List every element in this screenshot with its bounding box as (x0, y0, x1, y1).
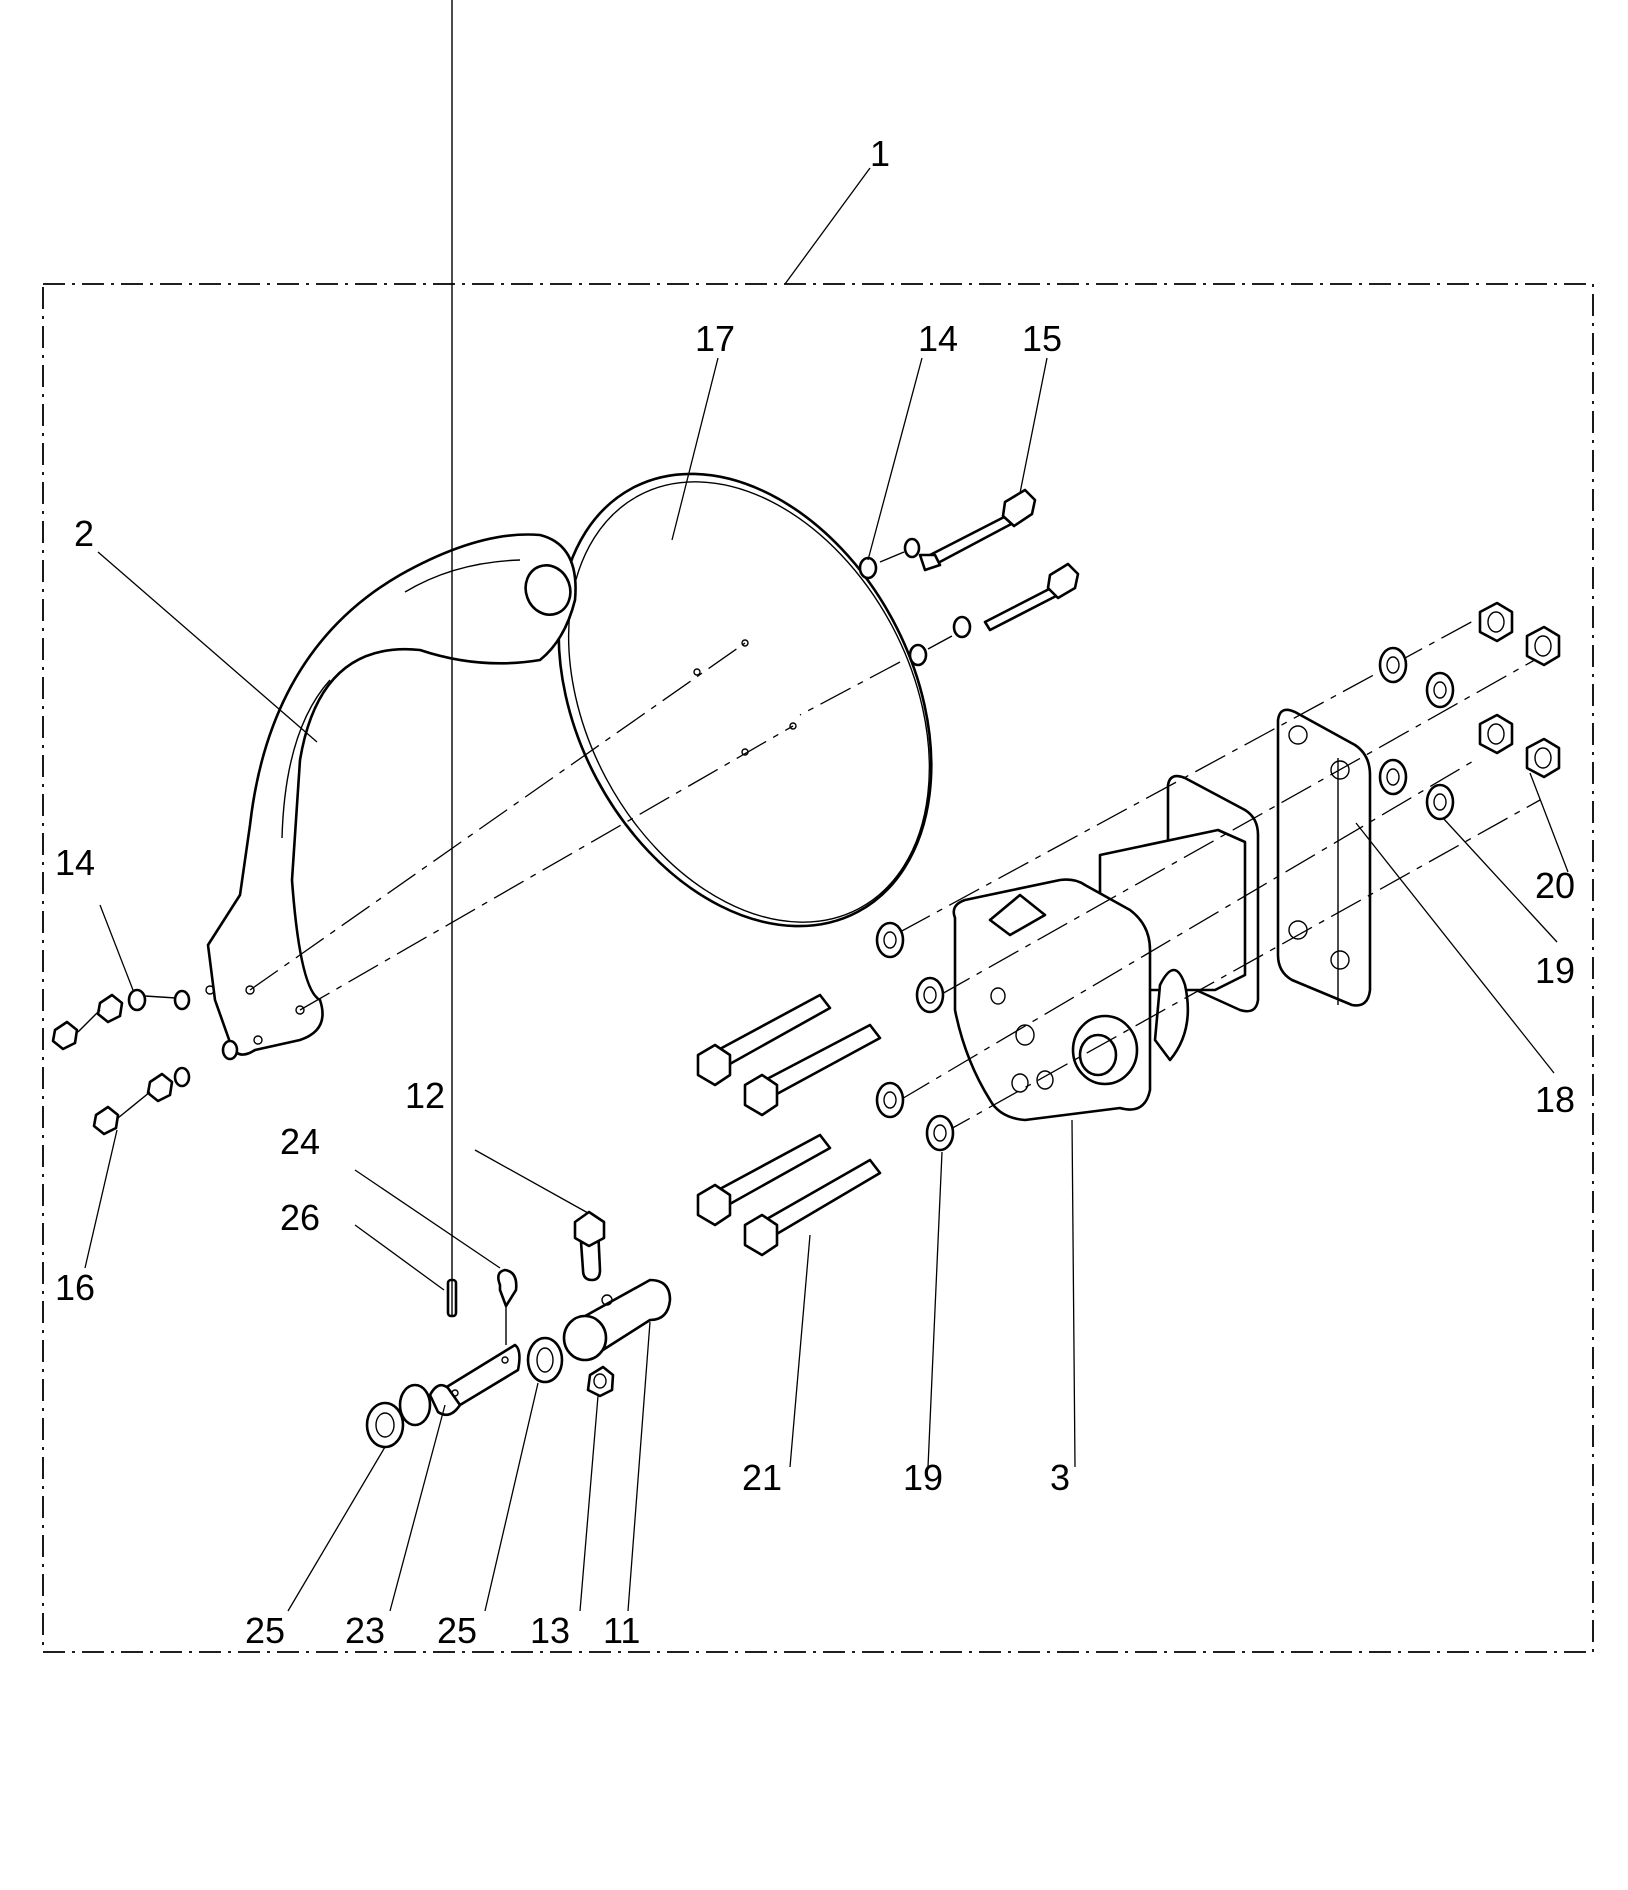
callout-23: 23 (345, 1610, 385, 1651)
callout-20: 20 (1535, 865, 1575, 906)
callout-13: 13 (530, 1610, 570, 1651)
callout-25-left: 25 (245, 1610, 285, 1651)
callout-15: 15 (1022, 318, 1062, 359)
leader-lines (84, 167, 1569, 1612)
axis-line (899, 619, 1476, 933)
disc-bolt-set (799, 488, 1080, 716)
curved-arm (205, 533, 577, 1056)
clamp-plate (1276, 708, 1372, 1007)
long-bolt-set (696, 921, 955, 1257)
callout-18: 18 (1535, 1079, 1575, 1120)
callout-25-right: 25 (437, 1610, 477, 1651)
callout-14-top: 14 (918, 318, 958, 359)
axis-line (939, 799, 1541, 1136)
callout-16: 16 (55, 1267, 95, 1308)
callout-3: 3 (1050, 1457, 1070, 1498)
right-washers-nuts (1378, 601, 1561, 821)
callout-19-right: 19 (1535, 950, 1575, 991)
callout-19-front: 19 (903, 1457, 943, 1498)
callout-26: 26 (280, 1197, 320, 1238)
axis-line (299, 725, 794, 1011)
callout-24: 24 (280, 1121, 320, 1162)
disc-blade (557, 472, 933, 928)
callout-14-left: 14 (55, 842, 95, 883)
callout-1: 1 (870, 133, 890, 174)
callout-17: 17 (695, 318, 735, 359)
assembly-boundary-frame (42, 283, 1594, 1653)
callout-12: 12 (405, 1075, 445, 1116)
callout-21: 21 (742, 1457, 782, 1498)
pivot-group (365, 0, 672, 1449)
callout-11: 11 (603, 1610, 640, 1651)
mounting-bracket (952, 774, 1260, 1122)
axis-line (249, 642, 746, 991)
axis-line (939, 656, 1541, 996)
arm-fastener-set (51, 988, 239, 1136)
callout-2: 2 (74, 513, 94, 554)
